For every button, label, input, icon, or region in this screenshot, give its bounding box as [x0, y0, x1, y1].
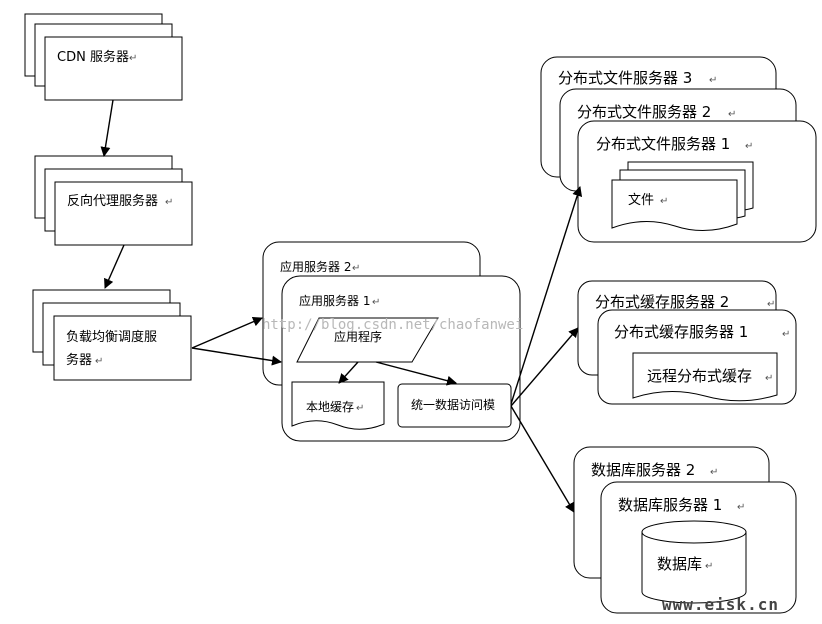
file-server-1-mark: ↵ [745, 141, 753, 152]
edge-app-program-to-local-cache [338, 361, 359, 384]
edge-cdn-to-reverse-proxy [100, 99, 114, 157]
file-server-2-mark: ↵ [728, 109, 736, 120]
file-server-2-label: 分布式文件服务器 2 [577, 103, 711, 121]
edge-app-program-to-data-access [375, 361, 457, 386]
edge-load-balancer-to-app-server-1 [191, 347, 282, 366]
edge-reverse-proxy-to-load-balancer [104, 244, 125, 289]
db-server-1-mark: ↵ [737, 502, 745, 513]
data-access-module-node: 统一数据访问模 [397, 383, 512, 428]
load-balancer-label-line2: 务器 [66, 352, 92, 368]
edges [100, 99, 583, 513]
app-program-label: 应用程序 [334, 329, 382, 344]
local-cache-node: 本地缓存 ↵ [291, 381, 385, 430]
file-node: 文件 ↵ [611, 161, 754, 232]
edge-data-access-to-cache-server [510, 327, 579, 407]
reverse-proxy-node: 反向代理服务器 ↵ [34, 155, 193, 246]
remote-cache-node: 远程分布式缓存 ↵ [632, 352, 778, 402]
remote-cache-mark: ↵ [765, 373, 773, 384]
load-balancer-label-line1: 负载均衡调度服 [66, 329, 157, 345]
database-icon: 数据库 ↵ [641, 520, 747, 604]
data-access-module-label: 统一数据访问模 [411, 397, 495, 412]
load-balancer-node: 负载均衡调度服 务器 ↵ [32, 289, 192, 381]
app-program-node: 应用程序 [296, 317, 439, 363]
file-server-1-label: 分布式文件服务器 1 [596, 135, 730, 153]
cdn-server-label: CDN 服务器 [57, 49, 129, 65]
blog-watermark: http://blog.csdn.net/chaofanwei [262, 317, 523, 333]
app-server-2-mark: ↵ [352, 263, 360, 274]
cdn-server-node: CDN 服务器 ↵ [24, 13, 183, 101]
app-server-1-mark: ↵ [372, 297, 380, 308]
database-label: 数据库 [657, 555, 702, 573]
app-server-2-label: 应用服务器 2 [280, 259, 351, 274]
load-balancer-mark: ↵ [95, 356, 103, 367]
site-watermark: www.eisk.cn [662, 595, 779, 614]
file-server-3-mark: ↵ [709, 75, 717, 86]
db-server-1-label: 数据库服务器 1 [618, 496, 722, 514]
cache-server-2-label: 分布式缓存服务器 2 [595, 293, 729, 311]
db-server-2-label: 数据库服务器 2 [591, 461, 695, 479]
reverse-proxy-mark: ↵ [165, 197, 173, 208]
file-mark: ↵ [660, 196, 668, 207]
local-cache-label: 本地缓存 [306, 400, 354, 414]
cache-server-1-label: 分布式缓存服务器 1 [614, 323, 748, 341]
edge-load-balancer-to-app-server-2 [191, 316, 263, 349]
remote-cache-label: 远程分布式缓存 [647, 367, 752, 385]
file-server-3-label: 分布式文件服务器 3 [558, 69, 692, 87]
cache-server-1-mark: ↵ [782, 329, 790, 340]
edge-data-access-to-db-server [510, 405, 575, 513]
database-mark: ↵ [705, 561, 713, 572]
edge-data-access-to-file-server [510, 186, 583, 405]
cache-server-2-mark: ↵ [767, 299, 775, 310]
file-label: 文件 [628, 193, 654, 208]
local-cache-mark: ↵ [356, 403, 364, 414]
db-server-2-mark: ↵ [710, 467, 718, 478]
app-server-1-label: 应用服务器 1 [299, 293, 370, 308]
reverse-proxy-label: 反向代理服务器 [67, 193, 158, 209]
cdn-server-mark: ↵ [129, 53, 137, 64]
